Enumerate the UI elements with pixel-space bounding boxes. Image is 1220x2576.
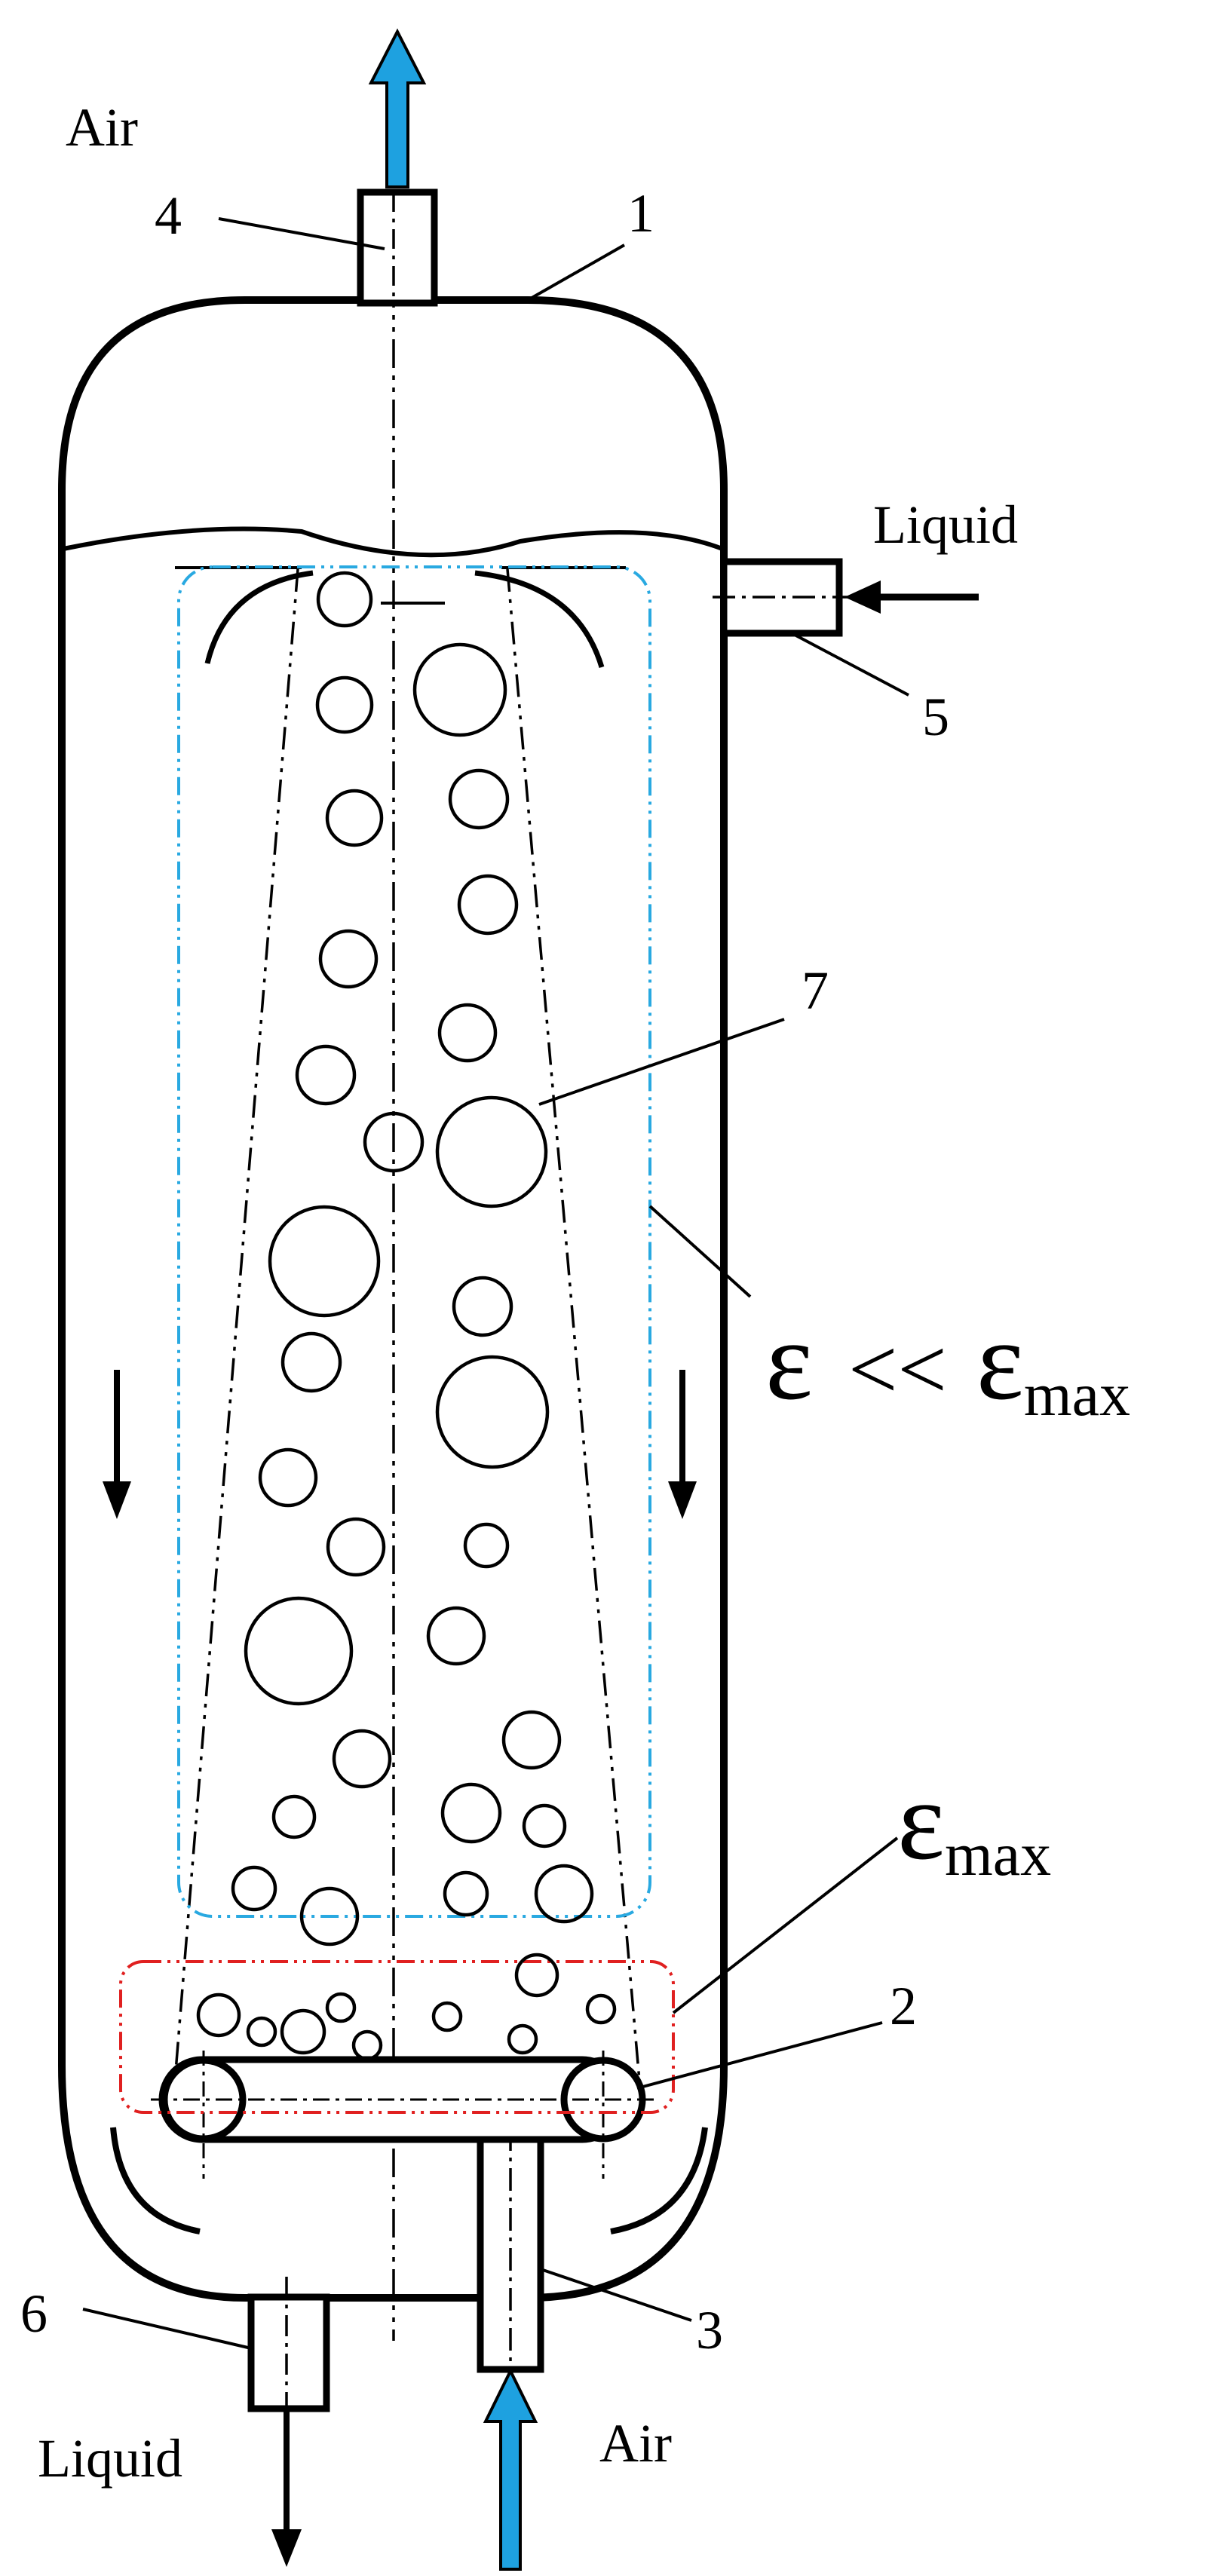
max-holdup-formula: εmax — [897, 1758, 1051, 1888]
bubble-icon — [318, 929, 379, 989]
bubble-icon — [244, 1596, 354, 1706]
bubble-icon — [268, 1205, 381, 1318]
air-outlet-label: Air — [66, 97, 138, 158]
leader-lines — [82, 217, 909, 2350]
label-4: 4 — [155, 185, 182, 246]
bubble-icon — [457, 874, 519, 936]
bubble-icon — [522, 1803, 567, 1849]
bubble-icon — [501, 1710, 562, 1770]
bubble-icon — [534, 1864, 594, 1924]
arrow-down-icon — [668, 1481, 697, 1519]
bubble-icon — [463, 1522, 510, 1569]
bubble-icon — [258, 1447, 318, 1508]
arrow-icon — [474, 570, 605, 669]
bubble-icon — [316, 571, 373, 628]
low-gas-holdup-region — [177, 565, 651, 1918]
top-circulation-arrows — [204, 570, 605, 669]
arrow-icon — [110, 2127, 201, 2234]
arrow-down-icon — [103, 1481, 131, 1519]
bubble-icon — [435, 1355, 550, 1469]
bubble-icon — [295, 1044, 357, 1106]
bubble-icon — [507, 2023, 538, 2055]
max-gas-holdup-region — [119, 1960, 675, 2114]
bubble-icon — [585, 1993, 617, 2025]
liquid-surface — [63, 526, 724, 558]
label-7: 7 — [802, 960, 829, 1021]
arrow-icon — [204, 570, 314, 664]
label-2: 2 — [890, 1976, 917, 2036]
bubble-icon — [443, 1870, 489, 1917]
bubble-icon — [299, 1886, 360, 1947]
vessel-shell — [58, 296, 728, 2302]
bubble-icon — [326, 1517, 386, 1577]
label-6: 6 — [20, 2283, 48, 2344]
label-5: 5 — [922, 687, 949, 747]
liquid-outlet-arrow-icon — [271, 2409, 302, 2567]
low-holdup-formula: ε << εmax — [765, 1298, 1130, 1429]
liquid-inlet-label: Liquid — [873, 495, 1018, 555]
air-outlet-arrow-up-icon — [368, 28, 427, 188]
bubble-plume-cone — [173, 566, 641, 2081]
bubble-icon — [435, 1095, 548, 1208]
arrow-icon — [610, 2127, 708, 2234]
bubble-icon — [351, 2029, 383, 2061]
bubble-icon — [431, 2001, 463, 2032]
sparger-ring — [151, 2051, 656, 2179]
bubble-icon — [514, 1953, 559, 1998]
bottom-circulation-arrows — [110, 2127, 708, 2234]
bubble-icon — [452, 1276, 513, 1337]
liquid-outlet-label: Liquid — [38, 2428, 182, 2489]
bubble-icon — [196, 1992, 241, 2038]
bubble-icon — [246, 2016, 277, 2048]
bubble-icon — [440, 1782, 502, 1844]
bubble-icon — [448, 768, 510, 830]
bubble-icon — [332, 1729, 392, 1789]
liquid-inlet-arrow-icon — [844, 580, 979, 614]
bubble-icon — [231, 1865, 277, 1912]
bubble-icon — [412, 642, 507, 737]
bubble-icon — [315, 675, 374, 734]
label-3: 3 — [696, 2300, 723, 2360]
bubble-icon — [280, 2008, 326, 2055]
bubble-icon — [426, 1606, 486, 1666]
bubble-icon — [271, 1794, 317, 1839]
bubble-icon — [325, 789, 384, 847]
bubble-icon — [280, 1331, 342, 1393]
bubble-icon — [363, 1111, 425, 1173]
label-1: 1 — [627, 183, 654, 244]
liquid-outlet-nozzle — [247, 2277, 330, 2412]
air-inlet-arrow-up-icon — [483, 2367, 538, 2571]
bubble-icon — [325, 1992, 357, 2023]
bubbles — [196, 571, 617, 2061]
liquid-inlet-nozzle — [713, 558, 860, 637]
air-inlet-label: Air — [599, 2413, 672, 2473]
bubble-icon — [437, 1003, 498, 1063]
wall-downflow-arrows — [103, 1370, 697, 1519]
